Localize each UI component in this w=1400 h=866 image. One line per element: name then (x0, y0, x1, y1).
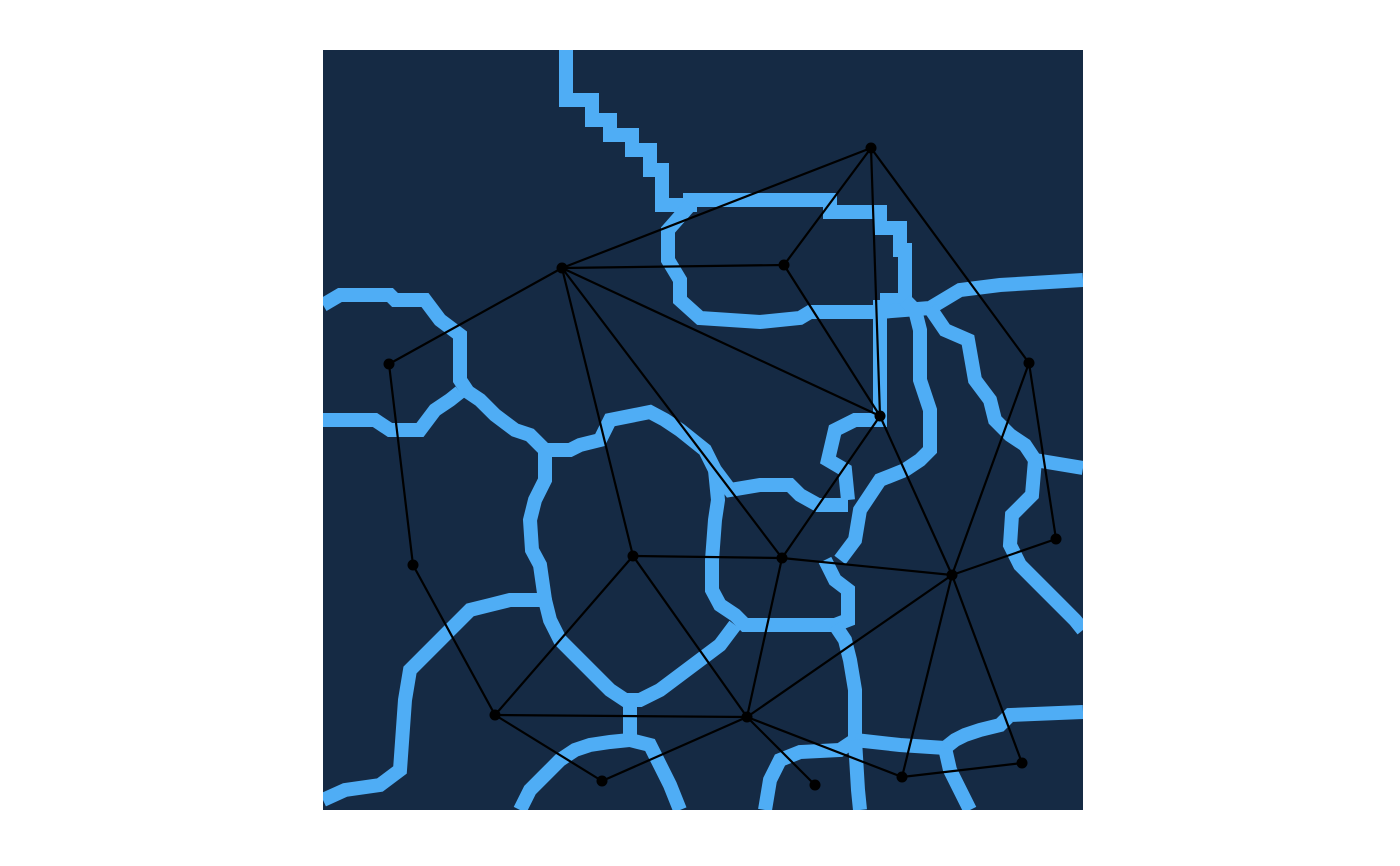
graph-node-n4 (383, 358, 395, 370)
graph-edge-n8-n12 (493, 554, 635, 717)
region-border-11 (323, 593, 741, 807)
graph-edge-n11-n16 (900, 573, 954, 779)
graph-node-n10 (1050, 533, 1062, 545)
graph-node-n6 (1023, 357, 1035, 369)
graph-edge-n5-n9 (780, 414, 882, 560)
graph-edge-n1-n5 (869, 146, 882, 418)
graph-node-n12 (489, 709, 501, 721)
graph-edge-n8-n9 (631, 554, 784, 560)
region-border-8 (323, 386, 465, 437)
region-border-2 (661, 200, 1083, 330)
graph-node-n17 (1016, 757, 1028, 769)
graph-edge-n12-n13 (493, 713, 749, 719)
map-panel (323, 50, 1083, 810)
graph-node-n7 (407, 559, 419, 571)
graph-edge-n6-n11 (950, 361, 1031, 577)
graph-node-n3 (778, 259, 790, 271)
region-border-3 (924, 304, 1083, 475)
graph-edge-n2-n3 (560, 263, 786, 270)
region-border-12 (513, 700, 637, 810)
graph-node-n8 (627, 550, 639, 562)
graph-edge-n6-n10 (1027, 361, 1058, 541)
graph-edge-n1-n6 (869, 146, 1031, 365)
graph-edge-n9-n13 (745, 556, 784, 719)
region-border-5 (834, 295, 937, 565)
graph-edge-n2-n9 (560, 266, 784, 560)
graph-edge-n2-n5 (560, 266, 882, 418)
region-border-10 (705, 469, 855, 632)
graph-edge-n2-n8 (560, 266, 635, 558)
graph-nodes (383, 142, 1062, 791)
region-border-16 (848, 739, 867, 810)
graph-edge-n16-n17 (900, 761, 1024, 779)
graph-node-n9 (776, 552, 788, 564)
graph-node-n13 (741, 711, 753, 723)
graph-edge-n13-n14 (600, 715, 749, 783)
region-border-13 (628, 733, 687, 810)
graph-edge-n1-n3 (782, 146, 873, 267)
graph-edge-n2-n4 (387, 266, 564, 366)
graph-edge-n4-n7 (387, 362, 415, 567)
graph-edge-n1-n2 (560, 146, 873, 270)
graph-node-n16 (896, 771, 908, 783)
region-border-15 (854, 705, 1083, 756)
graph-edge-n10-n11 (950, 537, 1058, 577)
graph-node-n14 (596, 775, 608, 787)
graph-edge-n11-n13 (745, 573, 954, 719)
graph-edge-n12-n14 (493, 713, 604, 783)
graph-edge-n13-n15 (745, 715, 817, 787)
graph-node-n2 (556, 262, 568, 274)
graph-edge-n3-n5 (782, 263, 882, 418)
region-border-1 (559, 50, 912, 307)
graph-node-n15 (809, 779, 821, 791)
graph-node-n1 (865, 142, 877, 154)
graph-edges (387, 146, 1058, 787)
graph-edge-n13-n16 (745, 715, 904, 779)
graph-node-n11 (946, 569, 958, 581)
graph-edge-n9-n11 (780, 556, 954, 577)
region-border-17 (938, 746, 977, 810)
region-border-4 (1002, 459, 1083, 635)
graph-edge-n5-n11 (878, 414, 954, 577)
graph-edge-n8-n13 (631, 554, 749, 719)
region-border-7 (323, 288, 848, 512)
graph-node-n5 (874, 410, 886, 422)
graph-edge-n7-n12 (411, 563, 497, 717)
region-border-9 (522, 450, 552, 601)
graph-edge-n11-n17 (950, 573, 1024, 765)
